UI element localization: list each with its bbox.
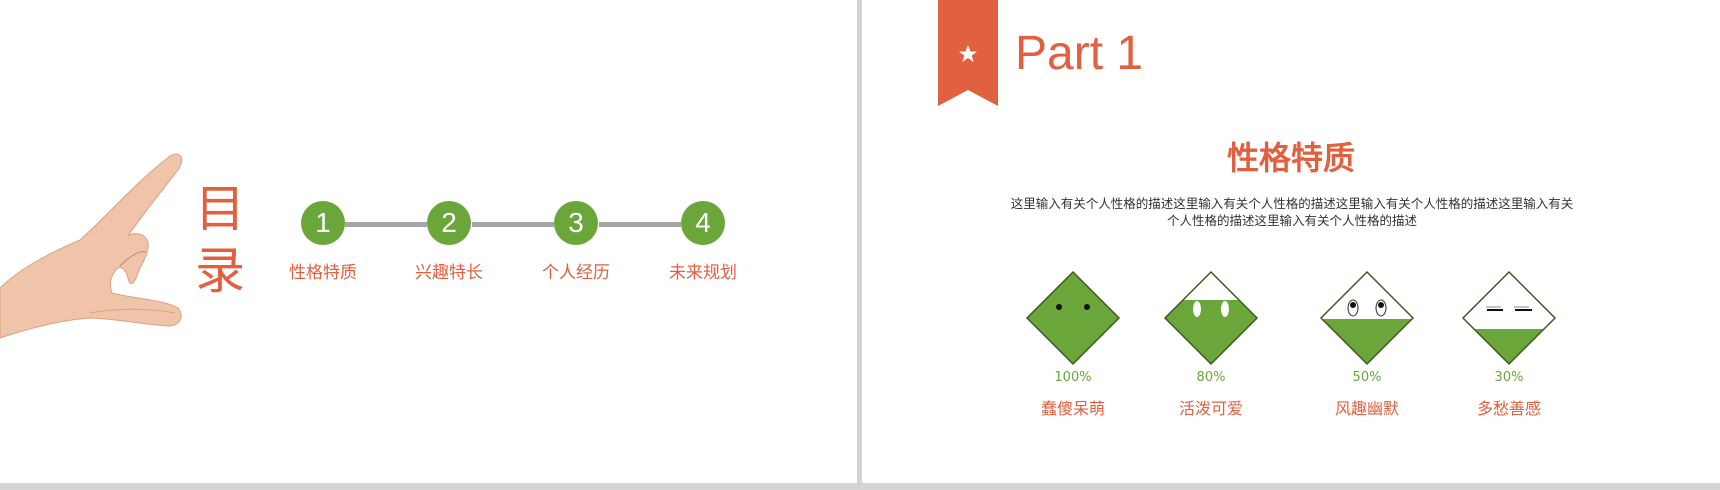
- trait-percent: 30%: [1494, 370, 1524, 385]
- trait-name: 活泼可爱: [1178, 399, 1243, 418]
- description-text: 这里输入有关个人性格的描述这里输入有关个人性格的描述这里输入有关个人性格的描述这…: [962, 195, 1622, 229]
- description-line-2: 个人性格的描述这里输入有关个人性格的描述: [1166, 213, 1417, 228]
- part1-slide: Part 1 性格特质 这里输入有关个人性格的描述这里输入有关个人性格的描述这里…: [862, 0, 1720, 483]
- step-3-circle[interactable]: 3: [554, 201, 598, 245]
- pointing-hand-image: [0, 153, 183, 339]
- description-line-1: 这里输入有关个人性格的描述这里输入有关个人性格的描述这里输入有关个人性格的描述这…: [1010, 196, 1574, 211]
- step-2-circle[interactable]: 2: [427, 201, 471, 245]
- trait-card: 80% 活泼可爱: [1151, 270, 1271, 419]
- step-1-label[interactable]: 性格特质: [289, 263, 357, 283]
- trait-name: 多愁善感: [1476, 399, 1541, 418]
- trait-percent: 100%: [1054, 370, 1092, 385]
- diamond-gauge-100-icon: [1025, 270, 1121, 366]
- step-4-label[interactable]: 未来规划: [669, 263, 737, 283]
- step-3-label[interactable]: 个人经历: [542, 263, 610, 283]
- section-title: 性格特质: [1226, 139, 1355, 177]
- toc-slide: 目录 1 2 3 4 性格特质 兴趣特长 个人经历 未来规划: [0, 0, 857, 483]
- step-2-label[interactable]: 兴趣特长: [415, 263, 483, 283]
- diamond-gauge-50-icon: [1319, 270, 1415, 366]
- trait-card: 50% 风趣幽默: [1307, 270, 1427, 419]
- diamond-gauge-30-icon: [1461, 270, 1557, 366]
- connector-line: [599, 222, 681, 227]
- trait-card: 100% 蠢傻呆萌: [1013, 270, 1133, 419]
- trait-name: 风趣幽默: [1334, 399, 1399, 418]
- part-title: Part 1: [1015, 27, 1144, 80]
- trait-percent: 80%: [1196, 370, 1226, 385]
- trait-card: 30% 多愁善感: [1449, 270, 1569, 419]
- bookmark-ribbon: [938, 0, 998, 106]
- trait-percent: 50%: [1352, 370, 1382, 385]
- step-1-circle[interactable]: 1: [301, 201, 345, 245]
- trait-name: 蠢傻呆萌: [1040, 399, 1105, 418]
- star-icon: [959, 45, 977, 62]
- connector-line: [472, 222, 554, 227]
- toc-title: 目录: [195, 180, 245, 300]
- step-4-circle[interactable]: 4: [681, 201, 725, 245]
- connector-line: [345, 222, 427, 227]
- diamond-gauge-80-icon: [1163, 270, 1259, 366]
